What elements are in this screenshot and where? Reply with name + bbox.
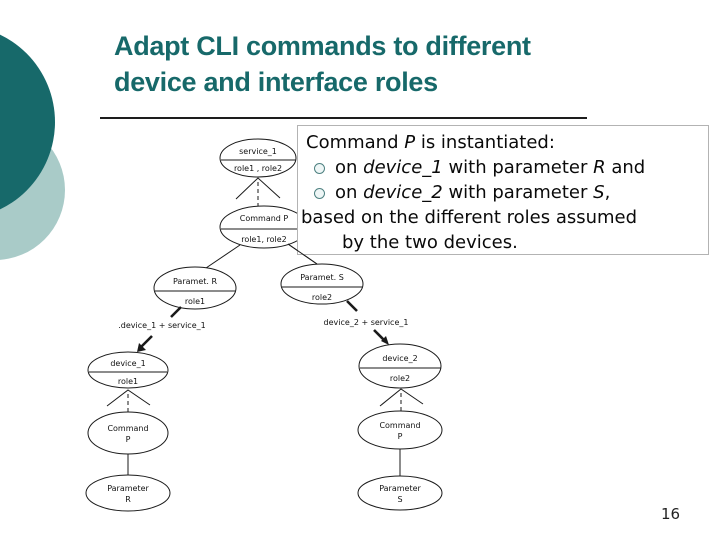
textbox-footer-line1: based on the different roles assumed (301, 207, 638, 228)
instantiate-right-segment2 (373, 329, 385, 341)
realize-arrowhead (379, 388, 424, 407)
node-commandP-top-title: Command P (240, 214, 289, 223)
edge-commandP-paramR (205, 244, 241, 269)
node-parameterS-line2: S (397, 495, 402, 504)
node-paramS: Paramet. S role2 (280, 263, 364, 305)
edge-instantiate-device2: device_2 + service_1 (324, 300, 409, 345)
bullet2-param: S (593, 182, 605, 203)
node-commandP-right-line1: Command (379, 421, 420, 430)
node-device1-ellipse (87, 351, 169, 389)
node-parameterR-line1: Parameter (107, 484, 149, 493)
node-parameterS-line1: Parameter (379, 484, 421, 493)
node-parameterS-ellipse (357, 475, 443, 511)
textbox-heading: Command P is instantiated: (306, 130, 708, 155)
node-parameterR: Parameter R (85, 474, 171, 512)
bullet1-param: R (593, 157, 606, 178)
bullet-item-device2: on device_2 with parameter S, (308, 180, 708, 205)
bullet2-part3: , (604, 182, 611, 203)
node-commandP-left-ellipse (87, 411, 169, 455)
edge-label-left: .device_1 + service_1 (118, 321, 205, 330)
instantiate-left-segment2 (140, 335, 153, 348)
instantiate-left-arrowhead (137, 343, 146, 352)
bullet-text: on device_2 with parameter S, (335, 180, 610, 205)
node-service1-title: service_1 (239, 147, 277, 156)
node-commandP-left-line1: Command (107, 424, 148, 433)
slide-title: Adapt CLI commands to different device a… (114, 28, 694, 100)
node-device1-title: device_1 (110, 359, 145, 368)
textbox-footer-line2: by the two devices. (342, 232, 518, 253)
node-device1: device_1 role1 (87, 351, 169, 389)
edge-realize-device2 (379, 388, 424, 411)
node-parameterR-line2: R (125, 495, 131, 504)
instantiate-left-segment1 (170, 306, 182, 318)
edge-label-right: device_2 + service_1 (324, 318, 409, 327)
edge-realize-device1 (106, 389, 151, 412)
bullet-circle-icon (314, 163, 325, 174)
corner-decoration (0, 0, 110, 300)
bullet-circle-icon (314, 188, 325, 199)
node-service1-roles: role1 , role2 (234, 164, 282, 173)
node-paramS-title: Paramet. S (300, 273, 344, 282)
node-paramR-roles: role1 (185, 297, 205, 306)
node-parameterS: Parameter S (357, 475, 443, 511)
node-device2-roles: role2 (390, 374, 410, 383)
node-commandP-top: Command P role1, role2 (219, 205, 309, 249)
heading-text-tail: is instantiated: (415, 132, 555, 153)
bullet-text: on device_1 with parameter R and (335, 155, 645, 180)
node-paramR-title: Paramet. R (173, 277, 217, 286)
slide-title-line1: Adapt CLI commands to different (114, 31, 531, 61)
node-commandP-top-roles: role1, role2 (241, 235, 287, 244)
node-commandP-right-ellipse (357, 410, 443, 450)
node-device1-roles: role1 (118, 377, 138, 386)
instantiate-right-arrowhead (381, 336, 389, 345)
realize-arrowhead (106, 389, 151, 407)
node-paramS-roles: role2 (312, 293, 332, 302)
node-commandP-right-line2: P (398, 432, 403, 441)
node-parameterR-ellipse (85, 474, 171, 512)
bullet-item-device1: on device_1 with parameter R and (308, 155, 708, 180)
bullet2-part2: with parameter (442, 182, 594, 203)
explanation-textbox: Command P is instantiated: on device_1 w… (297, 125, 709, 255)
node-service1-ellipse (219, 138, 297, 178)
bullet2-device: device_2 (363, 182, 443, 203)
edge-instantiate-device1: .device_1 + service_1 (118, 306, 206, 352)
node-paramS-ellipse (280, 263, 364, 305)
node-paramR-ellipse (153, 266, 237, 310)
heading-text: Command (306, 132, 405, 153)
bullet1-part3: and (605, 157, 646, 178)
bullet1-part2: with parameter (442, 157, 594, 178)
bullet1-device: device_1 (363, 157, 443, 178)
node-service1: service_1 role1 , role2 (219, 138, 297, 178)
page-number: 16 (661, 505, 681, 523)
node-commandP-right: Command P (357, 410, 443, 450)
node-commandP-left-line2: P (126, 435, 131, 444)
heading-command-name: P (404, 132, 416, 153)
node-device2-title: device_2 (382, 354, 417, 363)
bullet1-part1: on (335, 157, 364, 178)
edge-realize-service1 (235, 177, 281, 206)
title-divider-line (100, 117, 587, 119)
node-commandP-left: Command P (87, 411, 169, 455)
node-paramR: Paramet. R role1 (153, 266, 237, 310)
instantiate-right-segment1 (346, 300, 358, 312)
slide-title-line2: device and interface roles (114, 67, 438, 97)
realize-arrowhead (235, 177, 281, 200)
node-device2: device_2 role2 (358, 343, 442, 389)
node-device2-ellipse (358, 343, 442, 389)
bullet2-part1: on (335, 182, 364, 203)
